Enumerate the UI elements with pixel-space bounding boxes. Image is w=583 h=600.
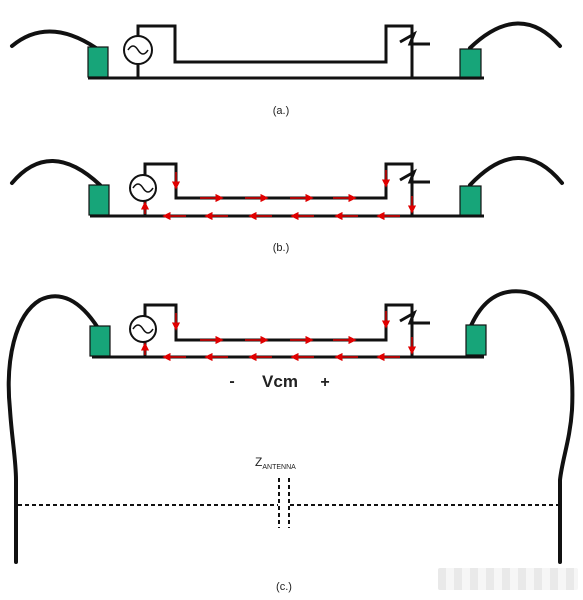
left-connector-icon xyxy=(88,184,110,216)
signal-trace xyxy=(143,303,414,357)
right-cable xyxy=(468,21,562,50)
right-antenna-cable xyxy=(468,289,575,564)
left-connector-icon xyxy=(87,46,109,78)
coupling-stub xyxy=(399,309,430,325)
current-arrows xyxy=(140,311,417,362)
ac-source-icon xyxy=(129,174,157,202)
watermark-blur xyxy=(438,568,578,590)
z-antenna-subscript: ANTENNA xyxy=(262,464,296,471)
panel-c: - Vcm + ZANTENNA (c.) xyxy=(6,289,575,593)
signal-trace xyxy=(143,162,414,216)
right-connector-icon xyxy=(465,324,487,356)
vcm-label: Vcm xyxy=(262,372,298,391)
panel-a: (a.) xyxy=(10,21,562,117)
left-connector-icon xyxy=(89,325,111,357)
right-cable xyxy=(468,156,564,187)
coupling-stub xyxy=(399,30,430,46)
left-cable xyxy=(10,159,102,187)
z-antenna-main: Z xyxy=(255,455,262,469)
signal-trace xyxy=(136,24,414,78)
ac-source-icon xyxy=(123,35,153,65)
vcm-minus: - xyxy=(229,373,234,390)
ac-source-icon xyxy=(129,315,157,343)
z-antenna-label: ZANTENNA xyxy=(255,455,296,471)
left-cable xyxy=(10,29,98,50)
panel-a-label: (a.) xyxy=(273,105,290,117)
panel-b-label: (b.) xyxy=(273,242,290,254)
left-antenna-cable xyxy=(6,294,100,564)
right-connector-icon xyxy=(459,185,482,217)
panel-b: (b.) xyxy=(10,156,564,254)
current-arrows xyxy=(140,170,417,221)
coupling-stub xyxy=(399,168,430,184)
panel-c-label: (c.) xyxy=(276,581,292,593)
right-connector-icon xyxy=(459,48,482,80)
vcm-plus: + xyxy=(320,374,329,391)
